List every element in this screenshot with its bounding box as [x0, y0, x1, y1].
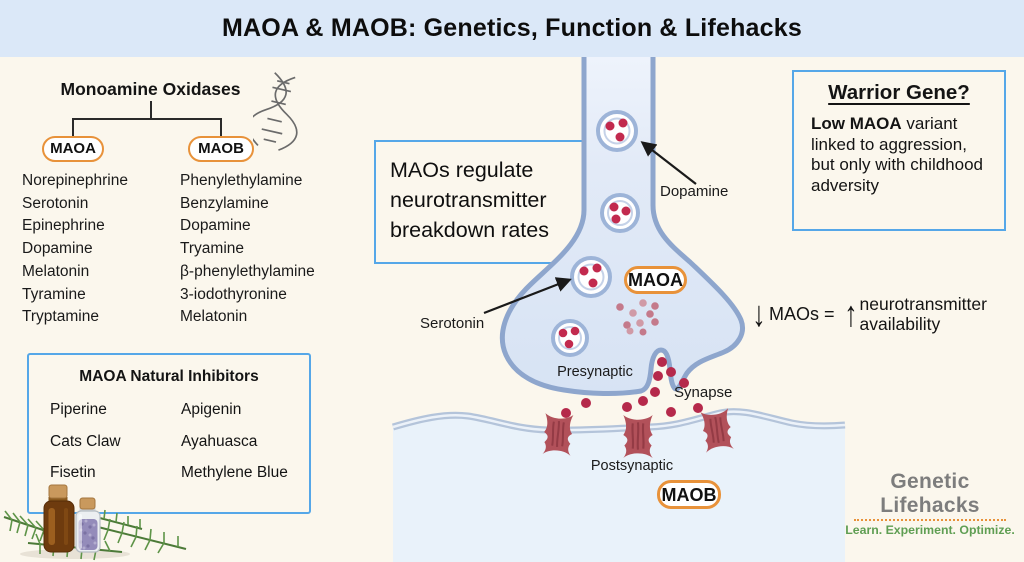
warrior-gene-title: Warrior Gene?	[828, 81, 970, 104]
equation-line: neurotransmitter	[859, 294, 987, 314]
amber-bottle	[43, 484, 75, 553]
monoamine-heading: Monoamine Oxidases	[60, 79, 241, 99]
tree-connector	[72, 118, 74, 138]
list-item: Serotonin	[22, 194, 89, 212]
list-item: Norepinephrine	[22, 172, 128, 189]
list-item: Tyramine	[22, 285, 86, 303]
genetic-lifehacks-logo: Genetic Lifehacks Learn. Experiment. Opt…	[845, 470, 1015, 537]
serotonin-arrow	[483, 277, 572, 315]
postsynaptic-membrane-inner	[392, 410, 846, 432]
maob-synapse-pill: MAOB	[657, 480, 721, 509]
maoa-pill: MAOA	[42, 136, 104, 162]
receptor-icon	[699, 407, 735, 454]
list-item: β-phenylethylamine	[180, 262, 315, 280]
receptor-icon	[541, 412, 575, 457]
warrior-gene-body: Low MAOA variant linked to aggression, b…	[811, 114, 992, 196]
mao-availability-equation: ↓ MAOs = ↑ neurotransmitter availability	[750, 294, 987, 334]
list-item: Tryamine	[180, 240, 245, 258]
list-item: Methylene Blue	[181, 464, 288, 481]
equation-maos-label: MAOs =	[769, 303, 835, 324]
list-item: Apigenin	[181, 401, 242, 418]
list-item: Phenylethylamine	[180, 172, 303, 189]
page-title: MAOA & MAOB: Genetics, Function & Lifeha…	[222, 14, 802, 42]
list-item: Melatonin	[180, 308, 248, 326]
tree-connector	[150, 101, 152, 119]
warrior-gene-highlight: Low MAOA	[811, 114, 902, 133]
dopamine-label: Dopamine	[660, 183, 729, 200]
metabolite-dots	[616, 299, 659, 336]
mao-function-callout: MAOs regulate neurotransmitter breakdown…	[374, 140, 585, 264]
warrior-gene-callout: Warrior Gene? Low MAOA variant linked to…	[792, 70, 1006, 231]
presynaptic-label: Presynaptic	[557, 364, 633, 380]
list-item: Piperine	[50, 401, 107, 418]
list-item: Epinephrine	[22, 217, 105, 235]
tree-connector	[72, 118, 222, 120]
logo-dotted-divider	[854, 519, 1006, 521]
list-item: Dopamine	[22, 240, 93, 258]
inhibitors-heading: MAOA Natural Inhibitors	[79, 368, 259, 385]
list-item: Fisetin	[50, 464, 96, 481]
title-banner: MAOA & MAOB: Genetics, Function & Lifeha…	[0, 0, 1024, 57]
postsynaptic-region	[393, 411, 845, 562]
synapse-label: Synapse	[674, 384, 733, 401]
serotonin-label: Serotonin	[420, 315, 485, 332]
receptor-icon	[622, 413, 654, 460]
maoa-synapse-pill: MAOA	[624, 266, 687, 294]
mao-function-line: breakdown rates	[390, 218, 549, 242]
list-item: Cats Claw	[50, 432, 121, 450]
mao-function-line: neurotransmitter	[390, 188, 547, 212]
dna-icon	[253, 72, 298, 151]
equation-availability-label: neurotransmitter availability	[860, 294, 987, 334]
postsynaptic-membrane	[392, 408, 846, 434]
vesicle	[600, 193, 640, 233]
up-arrow-icon: ↑	[843, 293, 858, 334]
down-arrow-icon: ↓	[752, 293, 766, 334]
list-item: 3-iodothyronine	[180, 285, 287, 303]
herbal-bottles-illustration	[3, 484, 187, 561]
warrior-gene-text: variant linked to aggression, but only w…	[811, 114, 984, 195]
list-item: Ayahuasca	[181, 432, 258, 450]
maob-pill: MAOB	[188, 136, 254, 162]
lavender-bottle	[75, 497, 101, 553]
list-item: Tryptamine	[22, 308, 99, 326]
list-item: Benzylamine	[180, 194, 269, 212]
tree-connector	[220, 118, 222, 138]
dopamine-arrow	[640, 141, 697, 185]
mao-function-line: MAOs regulate	[390, 158, 534, 182]
equation-line: availability	[859, 314, 941, 334]
list-item: Dopamine	[180, 217, 251, 235]
vesicle	[596, 110, 638, 152]
logo-name: Genetic Lifehacks	[880, 470, 980, 517]
logo-tagline: Learn. Experiment. Optimize.	[845, 523, 1015, 537]
vesicle	[551, 319, 589, 357]
postsynaptic-label: Postsynaptic	[590, 458, 674, 474]
list-item: Melatonin	[22, 262, 90, 280]
